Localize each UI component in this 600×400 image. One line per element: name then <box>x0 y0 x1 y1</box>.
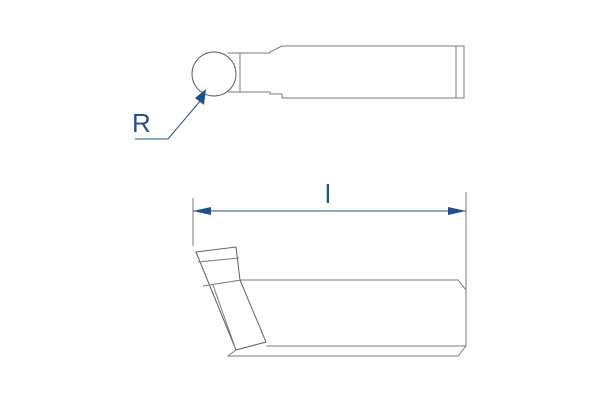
shank-side-outline <box>226 279 467 357</box>
insert-line-bottom <box>202 279 242 287</box>
right-arrowhead <box>448 207 466 215</box>
round-insert-circle <box>191 51 237 97</box>
radius-label: R <box>132 108 151 138</box>
radius-dimension: R <box>132 89 206 140</box>
top-view <box>191 45 465 99</box>
length-label: l <box>325 179 331 209</box>
insert-line-top <box>197 257 240 263</box>
radius-arrowhead <box>195 89 206 105</box>
shank-outline <box>228 45 465 99</box>
body-diagonal-line <box>212 284 237 351</box>
side-view <box>195 246 467 357</box>
radius-leader-diagonal <box>167 99 202 140</box>
left-arrowhead <box>193 207 211 215</box>
length-dimension: l <box>192 179 467 290</box>
tool-body-outline <box>195 246 267 351</box>
